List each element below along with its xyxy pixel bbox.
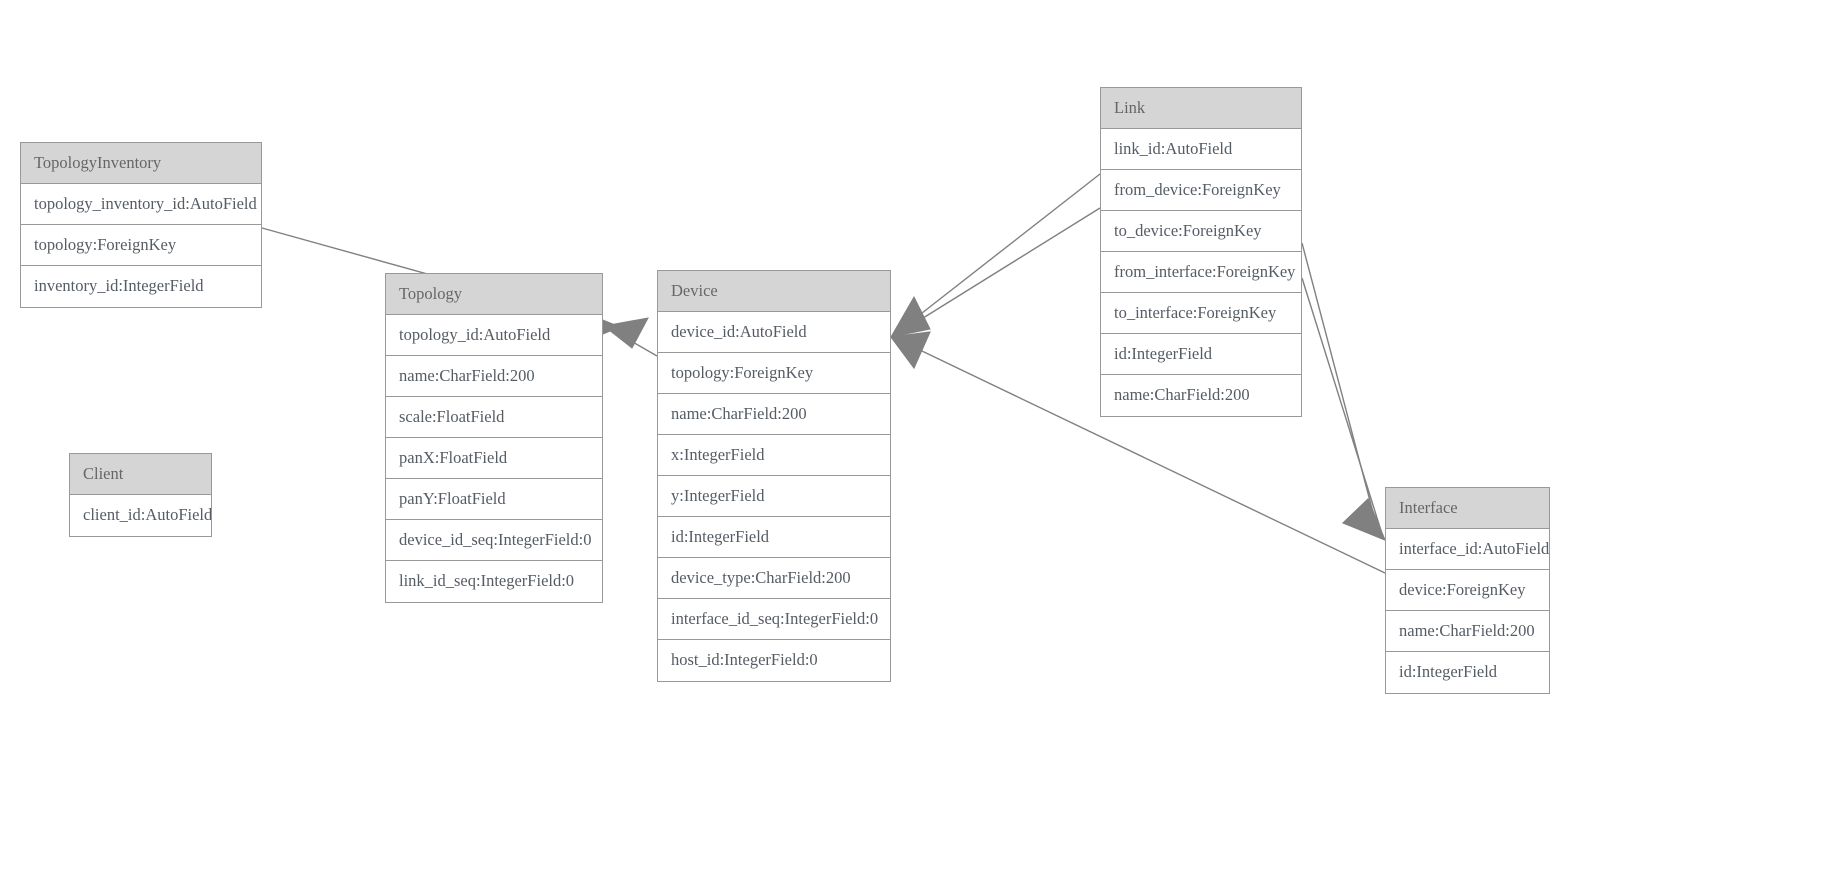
entity-field-row: to_device:ForeignKey	[1101, 211, 1301, 252]
entity-field-row: id:IntegerField	[658, 517, 890, 558]
edge-link-to-device	[890, 207, 1101, 369]
entity-field-row: name:CharField:200	[1386, 611, 1549, 652]
edge-link-from-interface	[1301, 242, 1386, 541]
entity-field-row: panX:FloatField	[386, 438, 602, 479]
entity-field-row: topology:ForeignKey	[658, 353, 890, 394]
edge-device-topology	[602, 317, 658, 357]
entity-field-row: name:CharField:200	[658, 394, 890, 435]
entity-field-row: y:IntegerField	[658, 476, 890, 517]
entity-field-row: host_id:IntegerField:0	[658, 640, 890, 681]
entity-field-row: panY:FloatField	[386, 479, 602, 520]
entity-field-row: interface_id_seq:IntegerField:0	[658, 599, 890, 640]
entity-field-row: device_id_seq:IntegerField:0	[386, 520, 602, 561]
relationship-arrowhead	[890, 295, 931, 338]
entity-field-row: topology_inventory_id:AutoField	[21, 184, 261, 225]
entity-field-row: id:IntegerField	[1386, 652, 1549, 693]
entity-field-row: link_id:AutoField	[1101, 129, 1301, 170]
entity-field-row: scale:FloatField	[386, 397, 602, 438]
entity-field-row: device:ForeignKey	[1386, 570, 1549, 611]
entity-field-row: from_device:ForeignKey	[1101, 170, 1301, 211]
entity-field-row: link_id_seq:IntegerField:0	[386, 561, 602, 602]
edge-link-from-device	[890, 173, 1101, 338]
relationship-arrowhead	[602, 317, 649, 349]
relationship-arrowhead	[890, 331, 931, 369]
entity-title-link: Link	[1101, 88, 1301, 129]
entity-title-topology_inventory: TopologyInventory	[21, 143, 261, 184]
relationship-arrowhead	[890, 331, 931, 369]
entity-field-row: interface_id:AutoField	[1386, 529, 1549, 570]
relationship-arrowhead	[1342, 498, 1386, 541]
entity-field-row: from_interface:ForeignKey	[1101, 252, 1301, 293]
entity-field-row: name:CharField:200	[1101, 375, 1301, 416]
entity-title-device: Device	[658, 271, 890, 312]
entity-field-row: device_id:AutoField	[658, 312, 890, 353]
entity-field-row: client_id:AutoField	[70, 495, 211, 536]
edge-link-to-interface	[1301, 277, 1386, 541]
entity-field-row: inventory_id:IntegerField	[21, 266, 261, 307]
entity-field-row: to_interface:ForeignKey	[1101, 293, 1301, 334]
entity-field-row: device_type:CharField:200	[658, 558, 890, 599]
entity-field-row: topology:ForeignKey	[21, 225, 261, 266]
entity-title-topology: Topology	[386, 274, 602, 315]
entity-title-interface: Interface	[1386, 488, 1549, 529]
entity-field-row: x:IntegerField	[658, 435, 890, 476]
entity-field-row: id:IntegerField	[1101, 334, 1301, 375]
entity-field-row: topology_id:AutoField	[386, 315, 602, 356]
entity-title-client: Client	[70, 454, 211, 495]
relationship-arrowhead	[1342, 498, 1386, 541]
entity-field-row: name:CharField:200	[386, 356, 602, 397]
